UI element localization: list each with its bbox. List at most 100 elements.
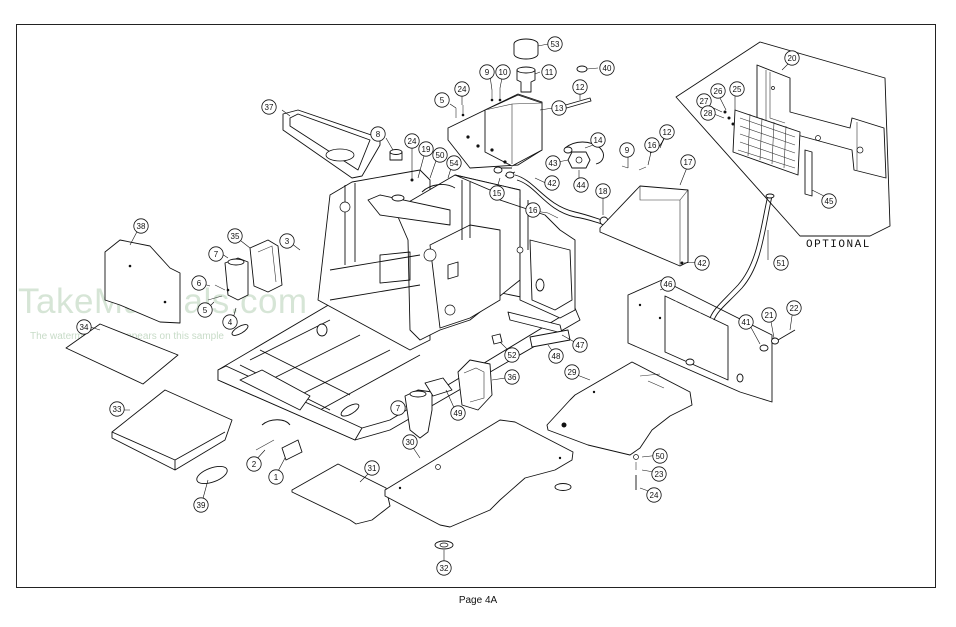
callout-42: 42	[544, 175, 560, 191]
callout-23: 23	[651, 466, 667, 482]
part-51-hose	[709, 194, 769, 319]
part-33-tray	[111, 389, 233, 471]
callout-number: 11	[545, 68, 554, 77]
callout-24: 24	[404, 133, 420, 149]
callout-51: 51	[773, 255, 789, 271]
callout-bubble	[191, 275, 207, 291]
callout-bubble	[595, 183, 611, 199]
callout-bubble	[660, 276, 676, 292]
callout-number: 21	[765, 311, 774, 320]
callout-bubble	[504, 347, 520, 363]
callout-bubble	[700, 105, 716, 121]
callout-bubble	[489, 185, 505, 201]
callout-49: 49	[450, 405, 466, 421]
callout-bubble	[495, 64, 511, 80]
callout-24: 24	[454, 81, 470, 97]
callout-bubble	[525, 202, 541, 218]
callout-bubble	[402, 434, 418, 450]
callout-20: 20	[784, 50, 800, 66]
callout-number: 9	[485, 68, 490, 77]
callout-number: 26	[714, 87, 723, 96]
part-46-mesh	[664, 295, 729, 381]
callout-54: 54	[446, 155, 462, 171]
callout-39: 39	[193, 497, 209, 513]
callout-number: 34	[80, 323, 89, 332]
callout-number: 24	[458, 85, 467, 94]
callout-bubble	[227, 228, 243, 244]
part-36-bracket	[457, 359, 493, 411]
callout-45: 45	[821, 193, 837, 209]
callout-number: 40	[603, 64, 612, 73]
callout-46: 46	[660, 276, 676, 292]
callout-number: 49	[454, 409, 463, 418]
callout-bubble	[573, 177, 589, 193]
part-31-floor-plate	[291, 463, 391, 525]
callout-bubble	[548, 348, 564, 364]
callout-bubble	[432, 147, 448, 163]
callout-bubble	[599, 60, 615, 76]
callout-number: 29	[568, 368, 577, 377]
callout-bubble	[446, 155, 462, 171]
part-38-side-panel	[104, 239, 181, 324]
callout-21: 21	[761, 307, 777, 323]
callout-number: 5	[440, 96, 445, 105]
part-40-grommet	[576, 65, 588, 73]
callout-number: 23	[655, 470, 664, 479]
part-14-hose	[564, 141, 604, 165]
callout-bubble	[590, 132, 606, 148]
callout-number: 31	[368, 464, 377, 473]
callout-number: 52	[508, 351, 517, 360]
callout-37: 37	[261, 99, 277, 115]
callout-2: 2	[246, 456, 262, 472]
part-25-mesh-screen	[732, 109, 801, 176]
callout-33: 33	[109, 401, 125, 417]
callout-bubble	[572, 79, 588, 95]
part-21-washer	[771, 337, 779, 345]
callout-number: 42	[548, 179, 557, 188]
callout-bubble	[504, 369, 520, 385]
callout-bubble	[680, 154, 696, 170]
callout-number: 46	[664, 280, 673, 289]
callout-14: 14	[590, 132, 606, 148]
callout-13: 13	[551, 100, 567, 116]
callout-number: 30	[406, 438, 415, 447]
part-41-washer	[759, 344, 769, 352]
callout-17: 17	[680, 154, 696, 170]
callout-bubble	[76, 319, 92, 335]
callout-40: 40	[599, 60, 615, 76]
callout-42: 42	[694, 255, 710, 271]
part-30-floor-plate	[384, 419, 574, 528]
callout-bubble	[651, 466, 667, 482]
page-number-label: Page 4A	[458, 595, 498, 606]
callout-number: 38	[137, 222, 146, 231]
callout-number: 43	[549, 159, 558, 168]
optional-label: OPTIONAL	[806, 239, 871, 251]
callout-31: 31	[364, 460, 380, 476]
callout-bubble	[547, 36, 563, 52]
callout-36: 36	[504, 369, 520, 385]
callout-bubble	[109, 401, 125, 417]
callout-number: 1	[274, 473, 279, 482]
callout-number: 15	[493, 189, 502, 198]
part-49-plate	[424, 377, 453, 397]
part-18-hose	[514, 174, 603, 221]
callout-bubble	[545, 155, 561, 171]
callout-number: 28	[704, 109, 713, 118]
callout-number: 53	[551, 40, 560, 49]
callout-bubble	[710, 83, 726, 99]
callout-number: 51	[777, 259, 786, 268]
callout-number: 10	[499, 68, 508, 77]
part-17-shroud	[599, 185, 689, 267]
callout-bubble	[773, 255, 789, 271]
callout-number: 45	[825, 197, 834, 206]
callout-47: 47	[572, 337, 588, 353]
callout-28: 28	[700, 105, 716, 121]
callout-number: 48	[552, 352, 561, 361]
callout-bubble	[652, 448, 668, 464]
callout-12: 12	[572, 79, 588, 95]
callout-18: 18	[595, 183, 611, 199]
callout-41: 41	[738, 314, 754, 330]
callout-29: 29	[564, 364, 580, 380]
callout-3: 3	[279, 233, 295, 249]
